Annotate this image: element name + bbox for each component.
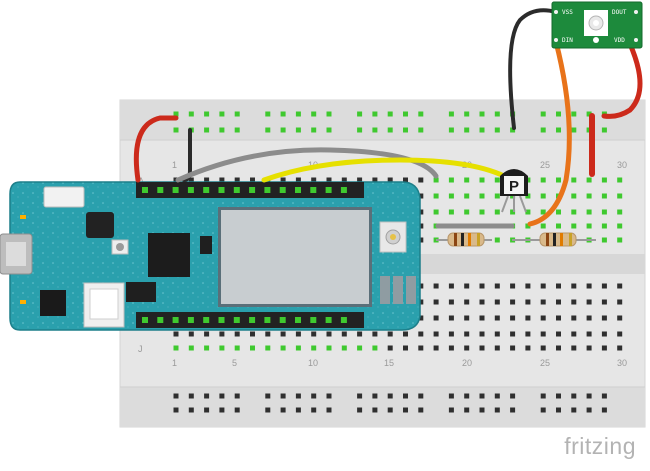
secondary-chip (40, 290, 66, 316)
column-number-10-bottom: 10 (308, 358, 318, 368)
led-label-dout: DOUT (612, 9, 627, 16)
wire-red-left (133, 115, 179, 183)
column-number-20-bottom: 20 (462, 358, 472, 368)
led-label-din: DIN (562, 37, 573, 44)
row-letter-j: J (138, 344, 143, 354)
resistor-right (512, 232, 596, 247)
wire-yellow (261, 157, 507, 183)
column-number-25-bottom: 25 (540, 358, 550, 368)
resistor-left (436, 232, 492, 247)
led-label-vdd: VDD (614, 37, 625, 44)
battery-connector (43, 186, 85, 208)
wires (133, 8, 643, 229)
transistor: P (500, 169, 528, 213)
wire-red-top (601, 41, 643, 119)
row-letter-a: A (138, 176, 144, 186)
transistor-label: P (509, 178, 519, 195)
led-label-vss: VSS (562, 9, 573, 16)
main-chip (148, 233, 190, 277)
wire-black-top (508, 8, 558, 130)
column-number-30-top: 30 (617, 160, 627, 170)
led-module: VSS DOUT DIN VDD (551, 1, 643, 49)
header-pins (142, 187, 347, 323)
regulator-chip (126, 282, 156, 302)
column-number-25-top: 25 (540, 160, 550, 170)
crystal (86, 212, 114, 238)
column-number-5-bottom: 5 (232, 358, 237, 368)
wire-orange (527, 39, 572, 227)
column-number-30-bottom: 30 (617, 358, 627, 368)
column-number-1-top: 1 (172, 160, 177, 170)
arduino-mkr-board (0, 181, 421, 331)
fritzing-logo: fritzing (564, 433, 636, 459)
column-number-15-bottom: 15 (384, 358, 394, 368)
column-number-1-bottom: 1 (172, 358, 177, 368)
